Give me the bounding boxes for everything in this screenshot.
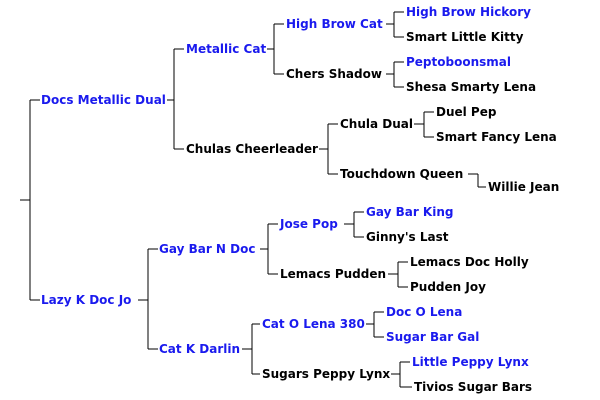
horse-gay-bar-n-doc[interactable]: Gay Bar N Doc bbox=[158, 241, 257, 257]
horse-high-brow-cat[interactable]: High Brow Cat bbox=[285, 16, 384, 32]
horse-lemacs-pudden: Lemacs Pudden bbox=[279, 266, 388, 282]
horse-metallic-cat[interactable]: Metallic Cat bbox=[185, 41, 268, 57]
horse-peptoboonsmal[interactable]: Peptoboonsmal bbox=[405, 54, 512, 70]
horse-chers-shadow: Chers Shadow bbox=[285, 66, 383, 82]
horse-duel-pep: Duel Pep bbox=[435, 104, 498, 120]
horse-cat-k-darlin[interactable]: Cat K Darlin bbox=[158, 341, 242, 357]
horse-touchdown-queen: Touchdown Queen bbox=[339, 166, 465, 182]
horse-pudden-joy: Pudden Joy bbox=[409, 279, 487, 295]
horse-doc-o-lena[interactable]: Doc O Lena bbox=[385, 304, 464, 320]
horse-cat-o-lena-380[interactable]: Cat O Lena 380 bbox=[261, 316, 366, 332]
horse-sugars-peppy-lynx: Sugars Peppy Lynx bbox=[261, 366, 392, 382]
horse-little-peppy-lynx[interactable]: Little Peppy Lynx bbox=[411, 354, 530, 370]
horse-smart-little-kitty: Smart Little Kitty bbox=[405, 29, 525, 45]
horse-willie-jean: Willie Jean bbox=[487, 179, 561, 195]
horse-lazy-k-doc-jo[interactable]: Lazy K Doc Jo bbox=[40, 292, 133, 308]
horse-smart-fancy-lena: Smart Fancy Lena bbox=[435, 129, 558, 145]
horse-jose-pop[interactable]: Jose Pop bbox=[279, 216, 339, 232]
horse-chulas-cheerleader: Chulas Cheerleader bbox=[185, 141, 319, 157]
horse-docs-metallic-dual[interactable]: Docs Metallic Dual bbox=[40, 92, 167, 108]
horse-ginnys-last: Ginny's Last bbox=[365, 229, 450, 245]
horse-sugar-bar-gal[interactable]: Sugar Bar Gal bbox=[385, 329, 481, 345]
horse-gay-bar-king[interactable]: Gay Bar King bbox=[365, 204, 455, 220]
horse-tivios-sugar-bars: Tivios Sugar Bars bbox=[413, 379, 534, 395]
horse-chula-dual: Chula Dual bbox=[339, 116, 414, 132]
horse-high-brow-hickory[interactable]: High Brow Hickory bbox=[405, 4, 532, 20]
horse-lemacs-doc-holly: Lemacs Doc Holly bbox=[409, 254, 530, 270]
horse-shesa-smarty-lena: Shesa Smarty Lena bbox=[405, 79, 538, 95]
